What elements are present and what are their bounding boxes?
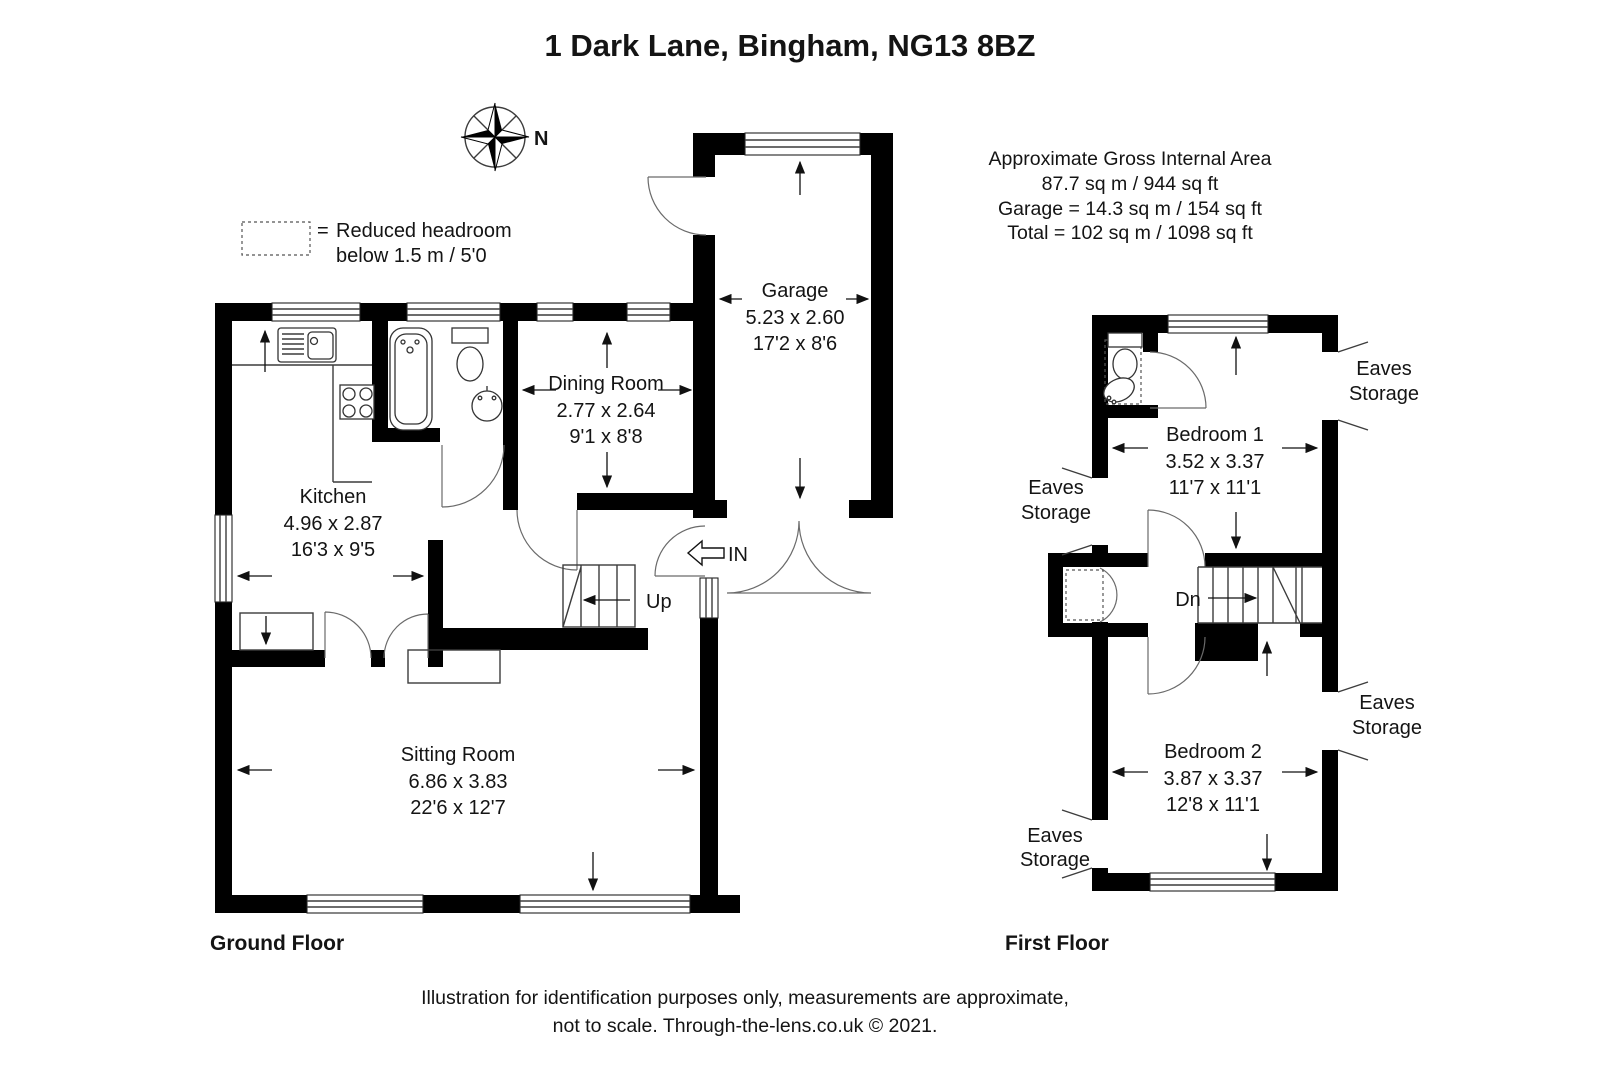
legend-reduced-headroom: = Reduced headroom below 1.5 m / 5'0 <box>241 220 512 267</box>
in-label: IN <box>728 544 748 566</box>
kitchen-imperial: 16'3 x 9'5 <box>291 539 375 561</box>
first-floor-label: First Floor <box>1005 932 1109 955</box>
first-dimension-arrows <box>1111 335 1319 872</box>
bedroom2-name: Bedroom 2 <box>1164 741 1262 763</box>
first-floor-doors <box>1099 351 1207 695</box>
eaves-label-bed1-left: Eaves Storage <box>1021 477 1091 524</box>
first-floor-plan: Bedroom 1 3.52 x 3.37 11'7 x 11'1 Bedroo… <box>1005 314 1422 955</box>
dn-label: Dn <box>1175 589 1201 611</box>
dining-door <box>516 509 578 571</box>
bathroom-door <box>441 444 505 508</box>
kitchen-name: Kitchen <box>300 486 367 508</box>
bedroom1-label: Bedroom 1 3.52 x 3.37 11'7 x 11'1 <box>1166 424 1265 499</box>
sitting-imperial: 22'6 x 12'7 <box>410 797 506 819</box>
eaves-word2: Storage <box>1349 383 1419 405</box>
eaves-word1: Eaves <box>1028 477 1084 499</box>
eaves-label-bed2-right: Eaves Storage <box>1352 692 1422 739</box>
area-line1: Approximate Gross Internal Area <box>989 148 1272 170</box>
ensuite-toilet-icon <box>1107 332 1143 380</box>
page-title: 1 Dark Lane, Bingham, NG13 8BZ <box>545 28 1036 63</box>
footer-line1: Illustration for identification purposes… <box>421 987 1069 1009</box>
footer: Illustration for identification purposes… <box>421 987 1069 1037</box>
area-line4: Total = 102 sq m / 1098 sq ft <box>1007 222 1253 244</box>
ground-floor-windows <box>214 132 861 914</box>
stairs-up <box>562 564 636 628</box>
sitting-room-label: Sitting Room 6.86 x 3.83 22'6 x 12'7 <box>401 744 516 819</box>
toilet-icon <box>451 327 489 382</box>
eaves-word2: Storage <box>1021 502 1091 524</box>
basin-icon <box>471 386 503 422</box>
dining-name: Dining Room <box>548 373 664 395</box>
stairs-down <box>1197 566 1322 624</box>
eaves-hatch-bed1-left <box>1061 467 1093 556</box>
garage-name: Garage <box>762 280 829 302</box>
dining-room-label: Dining Room 2.77 x 2.64 9'1 x 8'8 <box>548 373 664 448</box>
kitchen-unit <box>239 612 314 651</box>
kitchen-metric: 4.96 x 2.87 <box>284 513 383 535</box>
bedroom2-imperial: 12'8 x 11'1 <box>1166 794 1260 816</box>
kitchen-door <box>324 611 372 659</box>
eaves-word2: Storage <box>1020 849 1090 871</box>
garage-metric: 5.23 x 2.60 <box>746 307 845 329</box>
eaves-word1: Eaves <box>1359 692 1415 714</box>
ground-floor-doors <box>324 176 872 659</box>
bedroom1-metric: 3.52 x 3.37 <box>1166 451 1265 473</box>
hearth <box>407 649 501 684</box>
ground-floor-label: Ground Floor <box>210 932 344 955</box>
area-line3: Garage = 14.3 sq m / 154 sq ft <box>998 198 1263 220</box>
hob-icon <box>339 384 375 420</box>
up-label: Up <box>646 591 672 613</box>
compass-north-label: N <box>534 128 548 150</box>
bedroom1-door <box>1147 509 1206 568</box>
eaves-word2: Storage <box>1352 717 1422 739</box>
legend-line1: Reduced headroom <box>336 220 512 242</box>
area-summary: Approximate Gross Internal Area 87.7 sq … <box>989 148 1272 244</box>
entrance-arrow-icon <box>686 539 725 567</box>
garage-room-label: Garage 5.23 x 2.60 17'2 x 8'6 <box>746 280 845 355</box>
bedroom1-imperial: 11'7 x 11'1 <box>1169 477 1262 499</box>
eaves-word1: Eaves <box>1027 825 1083 847</box>
bedroom2-metric: 3.87 x 3.37 <box>1164 768 1263 790</box>
bedroom2-door <box>1147 636 1206 695</box>
garage-imperial: 17'2 x 8'6 <box>753 333 837 355</box>
kitchen-room-label: Kitchen 4.96 x 2.87 16'3 x 9'5 <box>284 486 383 561</box>
ground-dimension-arrows <box>236 160 870 892</box>
sitting-name: Sitting Room <box>401 744 516 766</box>
reduced-headroom-landing <box>1065 569 1104 621</box>
eaves-hatch-bed2-left <box>1061 809 1093 879</box>
dining-metric: 2.77 x 2.64 <box>557 400 656 422</box>
ensuite-basin-icon <box>1103 377 1135 405</box>
front-door <box>654 525 706 577</box>
kitchen-sink-icon <box>277 327 337 363</box>
eaves-label-bed1-right: Eaves Storage <box>1349 358 1419 405</box>
first-floor-windows <box>1149 314 1276 892</box>
bath-icon <box>389 327 433 431</box>
legend-equals: = <box>317 220 329 242</box>
sitting-metric: 6.86 x 3.83 <box>409 771 508 793</box>
garage-side-door <box>647 176 707 236</box>
garage-double-door <box>726 520 872 594</box>
bedroom2-label: Bedroom 2 3.87 x 3.37 12'8 x 11'1 <box>1164 741 1263 816</box>
legend-swatch <box>241 221 311 256</box>
eaves-hatch-bed1-right <box>1337 341 1369 431</box>
kitchen-counter <box>232 364 372 483</box>
footer-line2: not to scale. Through-the-lens.co.uk © 2… <box>553 1015 938 1037</box>
dining-imperial: 9'1 x 8'8 <box>569 426 642 448</box>
ensuite-door <box>1149 351 1207 409</box>
legend-line2: below 1.5 m / 5'0 <box>336 245 487 267</box>
eaves-hatch-bed2-right <box>1337 681 1369 761</box>
eaves-word1: Eaves <box>1356 358 1412 380</box>
alcove-door <box>1099 567 1118 623</box>
area-line2: 87.7 sq m / 944 sq ft <box>1042 173 1219 195</box>
compass-icon: N <box>460 102 548 172</box>
sitting-door <box>383 613 429 659</box>
eaves-label-bed2-left: Eaves Storage <box>1020 825 1090 871</box>
bedroom1-name: Bedroom 1 <box>1166 424 1264 446</box>
ground-floor-plan: Garage 5.23 x 2.60 17'2 x 8'6 Dining Roo… <box>210 132 893 955</box>
